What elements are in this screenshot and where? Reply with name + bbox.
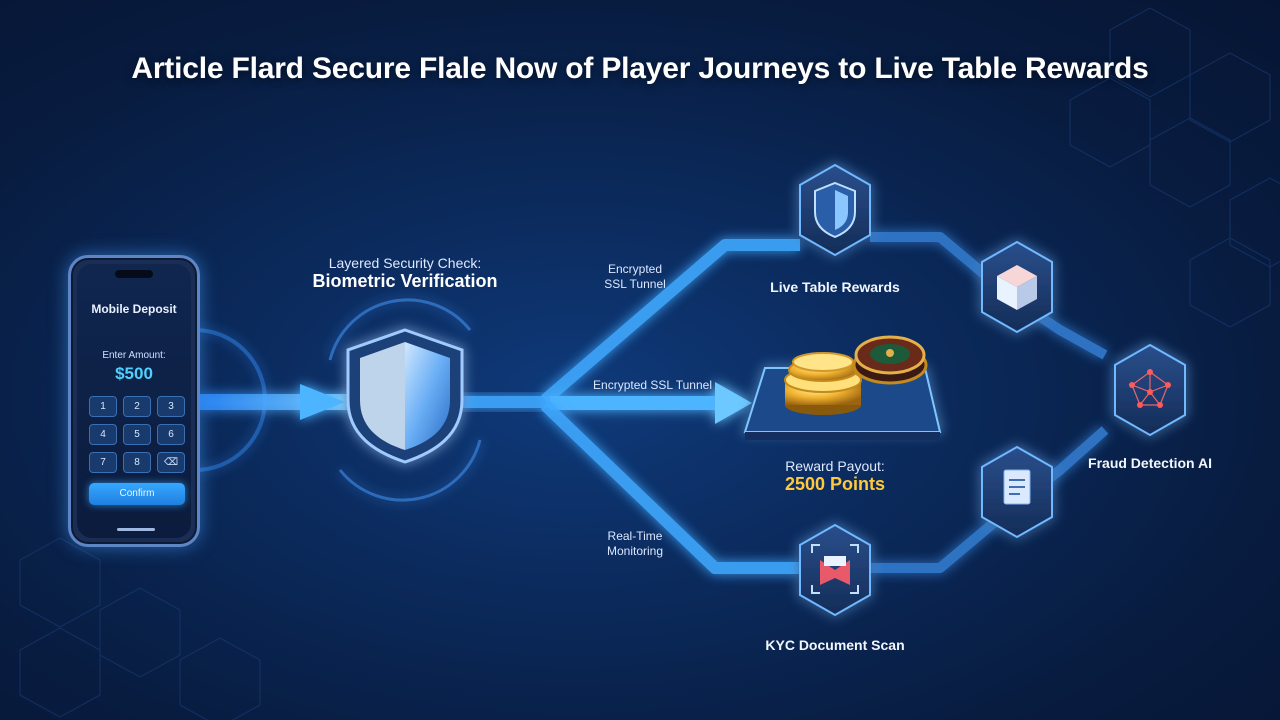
page-title: Article Flard Secure Flale Now of Player…	[131, 52, 1149, 85]
key-2[interactable]: 2	[123, 396, 151, 417]
tunnel-top-line1: Encrypted	[607, 262, 663, 276]
bottom-branch-path	[540, 400, 800, 574]
deposit-amount: $500	[115, 364, 153, 383]
kyc-scan-label: KYC Document Scan	[765, 637, 905, 653]
key-3[interactable]: 3	[157, 396, 185, 417]
tunnel-label-top: Encrypted SSL Tunnel	[580, 262, 690, 292]
document-hex-icon	[981, 445, 1053, 539]
security-check-label: Layered Security Check: Biometric Verifi…	[290, 255, 520, 292]
key-4[interactable]: 4	[89, 424, 117, 445]
key-8[interactable]: 8	[123, 452, 151, 473]
enter-amount-label: Enter Amount:	[102, 350, 166, 361]
security-check-line2: Biometric Verification	[312, 271, 498, 291]
phone-screen: Mobile Deposit Enter Amount: $500 1 2 3 …	[77, 264, 191, 538]
key-7[interactable]: 7	[89, 452, 117, 473]
phone-notch	[115, 270, 153, 278]
middle-branch-arrow	[550, 382, 752, 424]
tunnel-bottom-line2: Monitoring	[606, 544, 664, 558]
security-rings	[328, 298, 482, 502]
tunnel-top-line2: SSL Tunnel	[604, 277, 666, 291]
shield-icon	[346, 328, 464, 464]
top-branch-path	[541, 239, 800, 405]
home-indicator	[117, 528, 155, 531]
key-6[interactable]: 6	[157, 424, 185, 445]
deposit-stream	[200, 384, 360, 420]
key-1[interactable]: 1	[89, 396, 117, 417]
post-shield-stream	[450, 396, 550, 408]
roulette-wheel-icon	[852, 335, 928, 385]
mobile-phone: Mobile Deposit Enter Amount: $500 1 2 3 …	[68, 255, 200, 547]
tunnel-label-bottom: Real-Time Monitoring	[585, 529, 685, 559]
backspace-icon[interactable]: ⌫	[157, 452, 185, 473]
neural-network-hex-icon	[1114, 343, 1186, 437]
security-check-line1: Layered Security Check:	[328, 255, 482, 271]
reward-payout-label: Reward Payout: 2500 Points	[750, 458, 920, 495]
casino-chips-icon	[784, 352, 862, 415]
live-table-shield-hex-icon	[799, 163, 871, 257]
confirm-button[interactable]: Confirm	[89, 483, 185, 505]
tunnel-bottom-line1: Real-Time	[607, 529, 663, 543]
reward-payout-caption: Reward Payout:	[785, 458, 885, 474]
fraud-detection-label: Fraud Detection AI	[1088, 455, 1212, 471]
live-table-rewards-label: Live Table Rewards	[770, 279, 900, 295]
tunnel-label-middle: Encrypted SSL Tunnel	[593, 378, 712, 392]
kyc-scan-hex-icon	[799, 523, 871, 617]
cube-hex-icon	[981, 240, 1053, 334]
key-5[interactable]: 5	[123, 424, 151, 445]
reward-payout-value: 2500 Points	[784, 474, 886, 494]
mobile-deposit-title: Mobile Deposit	[91, 302, 177, 316]
